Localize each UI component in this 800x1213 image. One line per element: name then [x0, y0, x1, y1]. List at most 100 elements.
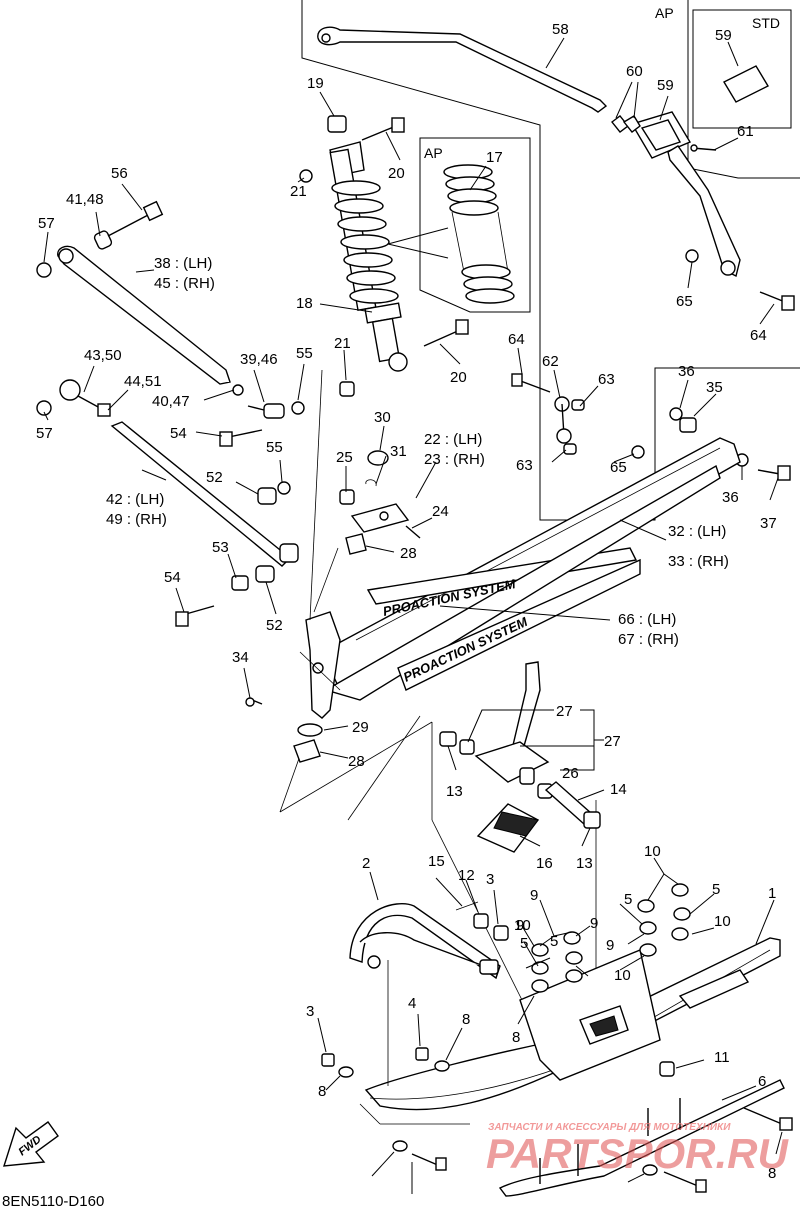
callout-35: 35: [706, 379, 723, 396]
callout-49-rh: 49 : (RH): [106, 511, 167, 528]
callout-44-51: 44,51: [124, 373, 162, 390]
std-label: STD: [752, 15, 780, 31]
callout-2: 2: [362, 855, 370, 872]
std-box: [692, 9, 792, 129]
washer-29-collar-28: [293, 723, 323, 763]
callout-30: 30: [374, 409, 391, 426]
fwd-arrow-icon: [3, 1121, 59, 1167]
callout-3: 3: [306, 1003, 314, 1020]
callout-42-lh: 42 : (LH): [106, 491, 164, 508]
callout-31: 31: [390, 443, 407, 460]
callout-26: 26: [562, 765, 579, 782]
bolt-20-lower: [423, 319, 469, 347]
link-assembly: [511, 373, 791, 481]
callout-5: 5: [712, 881, 720, 898]
spring-detail-box: [419, 137, 531, 313]
callout-36: 36: [678, 363, 695, 380]
bushings-25-30-31: [339, 450, 389, 505]
collar-28-upper: [345, 533, 367, 555]
callout-57: 57: [36, 425, 53, 442]
bracket-plate: [611, 111, 692, 159]
callout-52: 52: [206, 469, 223, 486]
callout-43-50: 43,50: [84, 347, 122, 364]
pivot-plate: [350, 503, 421, 539]
callout-33-rh: 33 : (RH): [668, 553, 729, 570]
callout-25: 25: [336, 449, 353, 466]
callout-59: 59: [657, 77, 674, 94]
callout-57: 57: [38, 215, 55, 232]
bolt-20-upper: [361, 117, 405, 141]
left-small-parts: [175, 384, 305, 707]
callout-10: 10: [644, 843, 661, 860]
callout-64: 64: [750, 327, 767, 344]
callout-66-lh: 66 : (LH): [618, 611, 676, 628]
collars-13: [439, 731, 475, 755]
callout-16: 16: [536, 855, 553, 872]
callout-54: 54: [170, 425, 187, 442]
callout-21: 21: [290, 183, 307, 200]
bottom-hardware: [321, 901, 793, 1193]
callout-67-rh: 67 : (RH): [618, 631, 679, 648]
callout-60: 60: [626, 63, 643, 80]
callout-22-lh: 22 : (LH): [424, 431, 482, 448]
callout-36: 36: [722, 489, 739, 506]
callout-10: 10: [714, 913, 731, 930]
callout-53: 53: [212, 539, 229, 556]
callout-20: 20: [388, 165, 405, 182]
callout-62: 62: [542, 353, 559, 370]
callout-15: 15: [428, 853, 445, 870]
callout-23-rh: 23 : (RH): [424, 451, 485, 468]
callout-12: 12: [458, 867, 475, 884]
suspension-arm-frame: [321, 437, 741, 701]
callout-20: 20: [450, 369, 467, 386]
callout-28: 28: [348, 753, 365, 770]
callout-59: 59: [715, 27, 732, 44]
callout-21: 21: [334, 335, 351, 352]
collar-21-lower: [339, 381, 355, 397]
callout-9: 9: [606, 937, 614, 954]
callout-56: 56: [111, 165, 128, 182]
callout-41-48: 41,48: [66, 191, 104, 208]
shaft-14: [544, 781, 601, 829]
spindle: [474, 661, 553, 799]
callout-55: 55: [266, 439, 283, 456]
callout-37: 37: [760, 515, 777, 532]
callout-39-46: 39,46: [240, 351, 278, 368]
spring-detail: [387, 164, 515, 304]
callout-24: 24: [432, 503, 449, 520]
callout-8: 8: [318, 1083, 326, 1100]
shock-absorber: [299, 115, 408, 372]
callout-13: 13: [446, 783, 463, 800]
callout-64: 64: [508, 331, 525, 348]
callout-4: 4: [408, 995, 416, 1012]
leader-lines: [43, 37, 783, 1194]
callout-9: 9: [516, 917, 524, 934]
watermark-brand: PARTSPOR.RU: [486, 1130, 789, 1177]
callout-10: 10: [514, 917, 531, 934]
callout-19: 19: [307, 75, 324, 92]
callout-14: 14: [610, 781, 627, 798]
callout-5: 5: [520, 935, 528, 952]
callout-8: 8: [462, 1011, 470, 1028]
bolt-64-upper: [759, 291, 795, 311]
callout-5: 5: [624, 891, 632, 908]
ski-handle: [349, 903, 501, 980]
callout-9: 9: [590, 915, 598, 932]
right-bushings-stack: [531, 883, 691, 993]
callout-1: 1: [768, 885, 776, 902]
callout-38-lh: 38 : (LH): [154, 255, 212, 272]
callout-54: 54: [164, 569, 181, 586]
callout-40-47: 40,47: [152, 393, 190, 410]
callout-63: 63: [598, 371, 615, 388]
damper-block-16: [476, 803, 540, 853]
lower-rod: [36, 379, 299, 567]
callout-27: 27: [604, 733, 621, 750]
callout-8: 8: [768, 1165, 776, 1182]
std-plate: [723, 65, 769, 103]
watermark-small-text: ЗАПЧАСТИ И АКСЕССУАРЫ ДЛЯ МОТОТЕХНИКИ: [488, 1122, 731, 1133]
ski: [364, 937, 781, 1111]
callout-3: 3: [486, 871, 494, 888]
